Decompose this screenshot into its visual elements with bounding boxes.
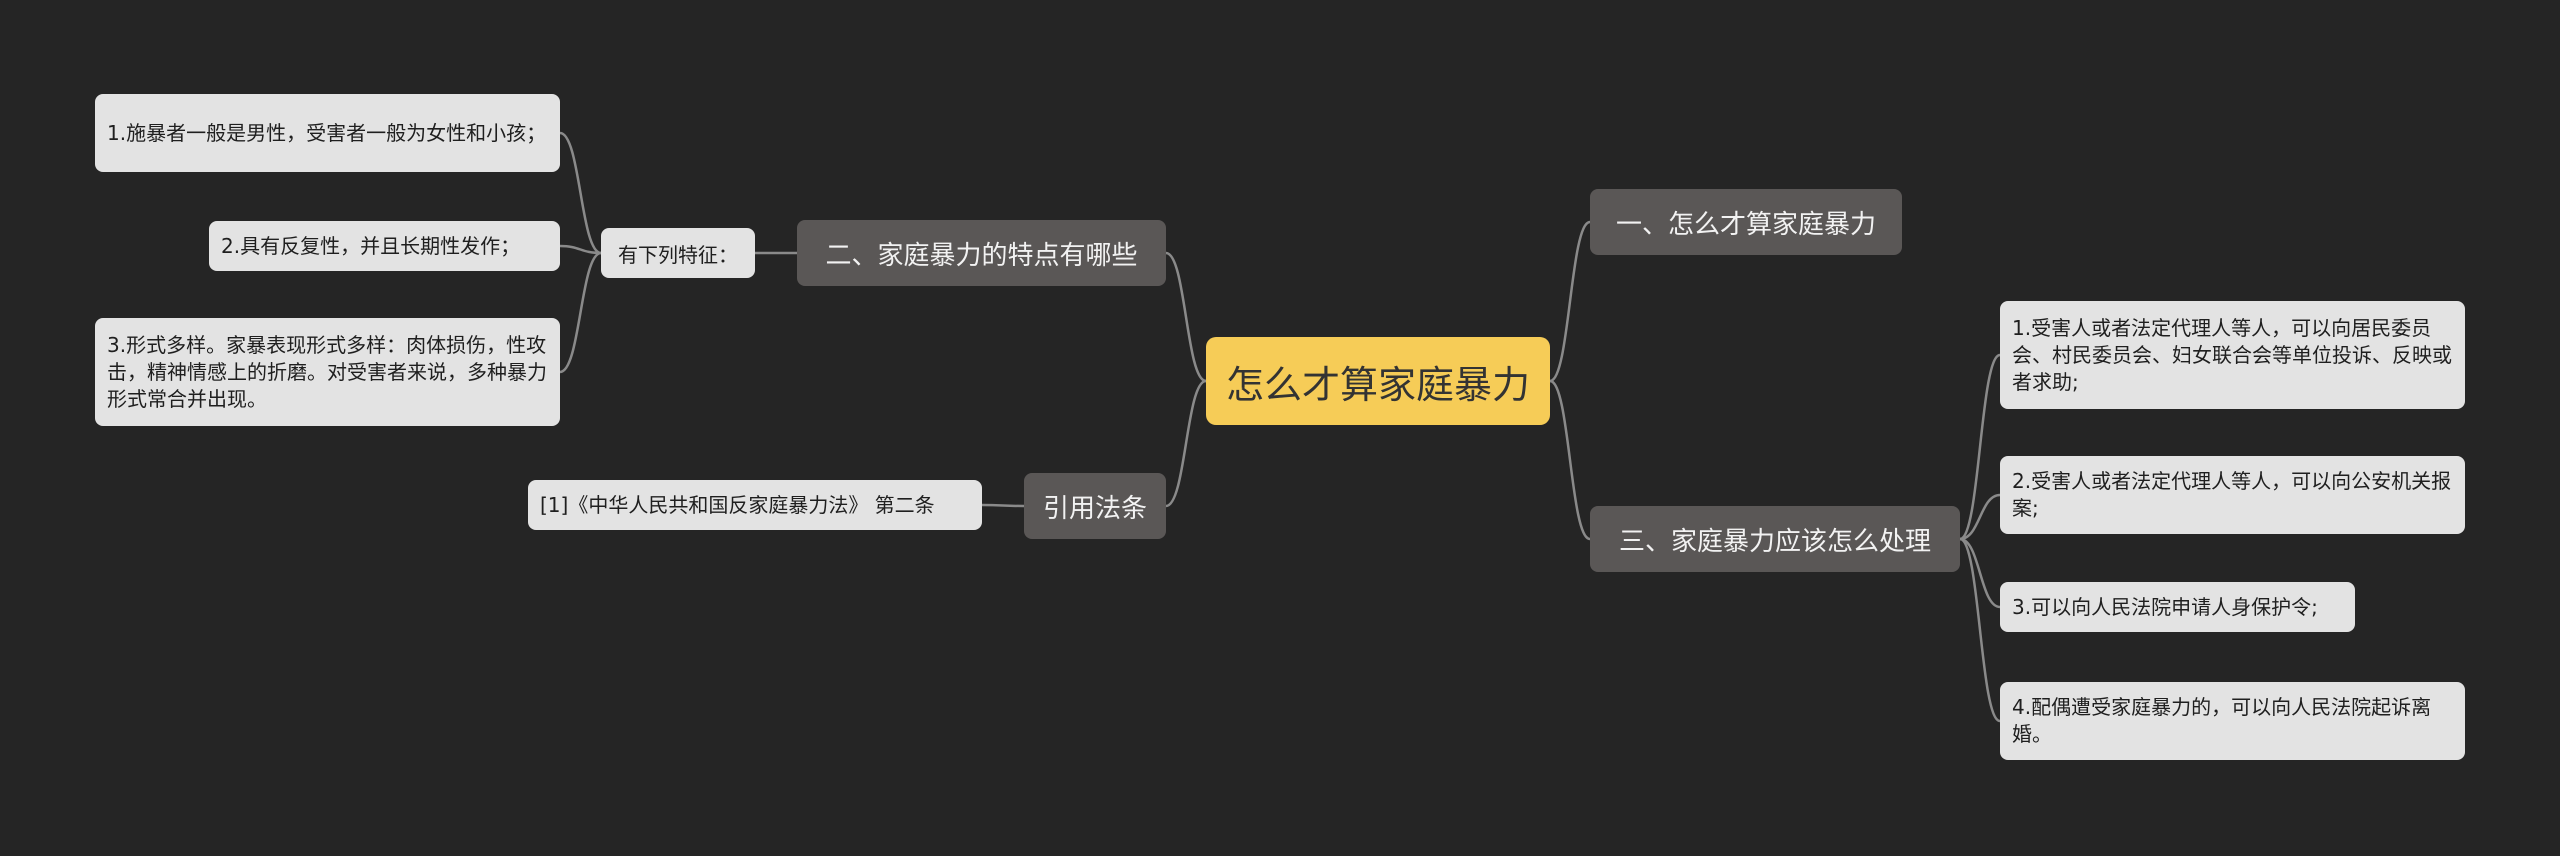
connector-root-right-1 — [1549, 379, 1591, 541]
branch-cited-law[interactable]: 引用法条 — [1024, 473, 1166, 539]
root-topic[interactable]: 怎么才算家庭暴力 — [1206, 337, 1550, 425]
branch-what-is-dv[interactable]: 一、怎么才算家庭暴力 — [1590, 189, 1902, 255]
connector-characteristic-1 — [559, 244, 602, 255]
connector-cited-law — [981, 503, 1025, 508]
connector-handling-0 — [1959, 353, 2001, 541]
connector-handling-2 — [1959, 537, 2001, 609]
connector-root-left-0 — [1165, 251, 1207, 383]
characteristic-leaf-2[interactable]: 2.具有反复性，并且长期性发作； — [209, 221, 560, 271]
characteristic-leaf-1[interactable]: 1.施暴者一般是男性，受害者一般为女性和小孩； — [95, 94, 560, 172]
connector-root-left-1 — [1165, 379, 1207, 508]
handling-leaf-1[interactable]: 1.受害人或者法定代理人等人，可以向居民委员会、村民委员会、妇女联合会等单位投诉… — [2000, 301, 2465, 409]
handling-leaf-3[interactable]: 3.可以向人民法院申请人身保护令; — [2000, 582, 2355, 632]
branch-characteristics[interactable]: 二、家庭暴力的特点有哪些 — [797, 220, 1166, 286]
characteristics-label[interactable]: 有下列特征： — [601, 228, 755, 278]
connector-characteristic-2 — [559, 251, 602, 374]
characteristic-leaf-3[interactable]: 3.形式多样。家暴表现形式多样：肉体损伤，性攻击，精神情感上的折磨。对受害者来说… — [95, 318, 560, 426]
connector-characteristic-0 — [559, 131, 602, 255]
handling-leaf-4[interactable]: 4.配偶遭受家庭暴力的，可以向人民法院起诉离婚。 — [2000, 682, 2465, 760]
connector-root-right-0 — [1549, 220, 1591, 383]
cited-law-leaf[interactable]: [1]《中华人民共和国反家庭暴力法》 第二条 — [528, 480, 982, 530]
connector-handling-3 — [1959, 537, 2001, 723]
branch-how-to-handle[interactable]: 三、家庭暴力应该怎么处理 — [1590, 506, 1960, 572]
handling-leaf-2[interactable]: 2.受害人或者法定代理人等人，可以向公安机关报案; — [2000, 456, 2465, 534]
connector-handling-1 — [1959, 493, 2001, 541]
